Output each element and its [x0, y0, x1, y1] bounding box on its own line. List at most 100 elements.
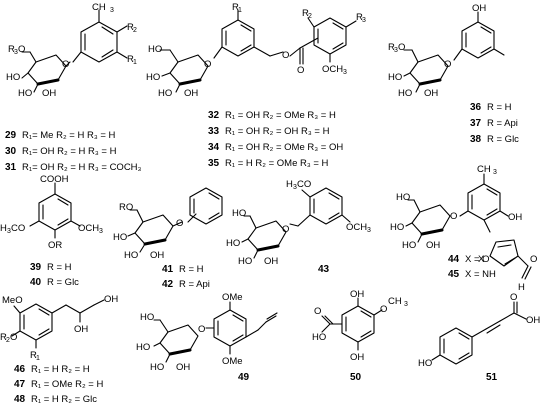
- compound-number-44: 44: [448, 254, 460, 265]
- ho-label-32c: HO: [158, 88, 172, 99]
- r1-sub-32: 1: [238, 7, 242, 14]
- ch3-label-44: CH: [477, 164, 491, 175]
- oh-label-49: OH: [176, 362, 190, 373]
- r1-label-46: R: [30, 350, 37, 361]
- compound-text-44: X = O: [465, 254, 490, 265]
- ho-label-41a: HO: [113, 232, 127, 243]
- compound-number-38: 38: [470, 134, 482, 145]
- oh-label-29: OH: [42, 88, 56, 99]
- structure-51: [431, 301, 527, 365]
- glycosidic-o-29: O: [62, 59, 69, 70]
- glycosidic-o-44: O: [450, 211, 457, 222]
- carbonyl-o-50: O: [314, 306, 321, 317]
- oh-label-32: OH: [184, 88, 198, 99]
- or-label-39: OR: [48, 240, 62, 251]
- compound-text-39: R = H: [47, 262, 72, 273]
- ho-label-51: HO: [418, 358, 432, 369]
- r2-sub-32: 2: [308, 13, 312, 20]
- r1-sub-46: 1: [36, 355, 40, 362]
- compound-number-30: 30: [5, 146, 17, 157]
- h3co-label-43: H: [286, 179, 293, 190]
- r5o-o-36: O: [398, 42, 405, 53]
- ho-label-44a: HO: [396, 192, 410, 203]
- compound-number-39: 39: [30, 262, 42, 273]
- ether-o-49: O: [198, 324, 205, 335]
- och3-label-43: OCH: [346, 222, 367, 233]
- compound-text-33: R₁ = OH R₂ = OH R₃ = H: [225, 126, 330, 137]
- structure-39-40: [29, 182, 81, 239]
- aldehyde-h-44: H: [518, 282, 525, 293]
- aldehyde-o-44: O: [530, 254, 537, 265]
- oh-label-44b: OH: [426, 240, 440, 251]
- ester-o-32: O: [282, 50, 289, 61]
- compound-number-40: 40: [30, 277, 42, 288]
- compound-number-47: 47: [14, 379, 26, 390]
- ch3-sub-44: 3: [493, 169, 497, 176]
- ether-o-41: O: [176, 218, 183, 229]
- ho-label-36b: HO: [398, 88, 412, 99]
- structure-49: [153, 301, 278, 363]
- ome-label-49a: OMe: [222, 292, 243, 303]
- compound-text-29: R₁= Me R₂ = H R₃ = H: [22, 130, 116, 141]
- carbonyl-o-32: O: [297, 65, 304, 76]
- structure-44-45: [405, 173, 532, 280]
- compound-number-33: 33: [208, 126, 220, 137]
- compound-text-31: R₁= OH R₂ = H R₃ = COCH₃: [22, 162, 142, 173]
- compound-text-30: R₁= OH R₂ = H R₃ = H: [22, 146, 117, 157]
- r5o-sub-36: 3: [394, 47, 398, 54]
- structure-46-48: [11, 299, 105, 349]
- r2o-label-46: R: [0, 332, 7, 343]
- oh-label-36: OH: [472, 3, 486, 14]
- r3o-sub-29: 3: [14, 49, 18, 56]
- ho-label-44b: HO: [390, 222, 404, 233]
- compound-text-45: X = NH: [465, 269, 496, 280]
- h3co-sub-43: 3: [293, 184, 297, 191]
- compound-number-29: 29: [5, 130, 17, 141]
- ether-o-43: O: [282, 224, 289, 235]
- ome-label-49b: OMe: [222, 356, 243, 367]
- ho-label-29b: HO: [18, 88, 32, 99]
- ho-label-43a: HO: [232, 208, 246, 219]
- compound-text-40: R = Glc: [47, 277, 79, 288]
- ho-label-32b: HO: [146, 72, 160, 83]
- ho-label-49c: HO: [150, 362, 164, 373]
- compound-text-34: R₁ = OH R₂ = OMe R₃ = OH: [225, 142, 343, 153]
- glycosidic-o-32: O: [204, 59, 211, 70]
- structure-32-35: [159, 9, 357, 93]
- structure-43: [241, 187, 351, 259]
- ho-label-49a: HO: [140, 312, 154, 323]
- compound-number-32: 32: [208, 110, 220, 121]
- structure-36-38: [403, 11, 505, 93]
- compound-number-36: 36: [470, 102, 482, 113]
- compound-text-38: R = Glc: [487, 134, 519, 145]
- compound-text-37: R = Api: [487, 118, 518, 129]
- compound-text-41: R = H: [179, 264, 204, 275]
- compound-number-41: 41: [162, 264, 174, 275]
- och3-sub-32: 3: [343, 69, 347, 76]
- compound-number-51: 51: [486, 372, 498, 383]
- oh-label-44: OH: [508, 212, 522, 223]
- methoxy-o-50: O: [380, 304, 387, 315]
- compound-number-37: 37: [470, 118, 482, 129]
- glycosidic-o-36: O: [444, 59, 451, 70]
- och3-sub-43: 3: [367, 227, 371, 234]
- r1-label-32: R: [232, 2, 239, 13]
- oh-label-46b: OH: [74, 324, 88, 335]
- oh-label-36b: OH: [424, 88, 438, 99]
- h3co-rest-43: CO: [297, 179, 311, 190]
- ro-label-41: RO: [119, 202, 133, 213]
- compound-number-31: 31: [5, 162, 17, 173]
- x-label-44: X: [478, 254, 485, 265]
- oh-label-46a: OH: [104, 294, 118, 305]
- oh-label-43: OH: [264, 256, 278, 267]
- carbonyl-o-51: O: [510, 292, 517, 303]
- meo-label-46: MeO: [2, 295, 23, 306]
- compound-text-42: R = Api: [179, 279, 210, 290]
- oh-label-50b: OH: [350, 352, 364, 363]
- compound-number-35: 35: [208, 158, 220, 169]
- methyl-label-50: CH: [388, 296, 402, 307]
- r2o-o-46: O: [10, 332, 17, 343]
- methyl-label-29: CH: [92, 2, 106, 13]
- structure-41-42: [127, 187, 223, 253]
